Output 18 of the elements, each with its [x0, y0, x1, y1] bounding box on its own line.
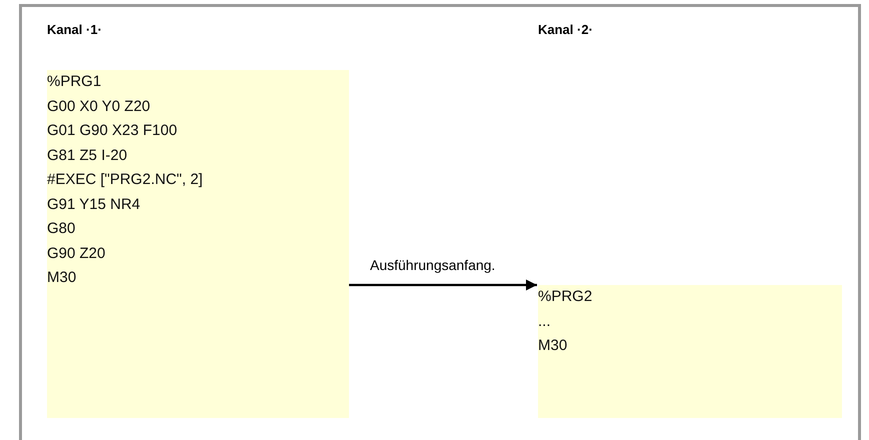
- code-line: G90 Z20: [47, 244, 106, 264]
- code-line: G91 Y15 NR4: [47, 194, 140, 214]
- code-line: G01 G90 X23 F100: [47, 121, 178, 141]
- code-line: G81 Z5 I-20: [47, 146, 128, 166]
- code-line: M30: [47, 268, 76, 288]
- arrow: [349, 280, 537, 290]
- code-line: G80: [47, 219, 76, 239]
- code-line: G00 X0 Y0 Z20: [47, 96, 150, 116]
- code-line: %PRG2: [538, 287, 592, 307]
- code-line: #EXEC ["PRG2.NC", 2]: [47, 170, 203, 190]
- code-panel: [47, 70, 349, 418]
- code-panel: [538, 285, 842, 418]
- code-line: %PRG1: [47, 72, 102, 92]
- channel-heading: Kanal ·1·: [47, 22, 102, 37]
- edge-label: Ausführungsanfang.: [369, 257, 496, 273]
- channel-heading: Kanal ·2·: [538, 22, 593, 37]
- code-line: M30: [538, 336, 568, 356]
- code-line: ...: [538, 312, 551, 332]
